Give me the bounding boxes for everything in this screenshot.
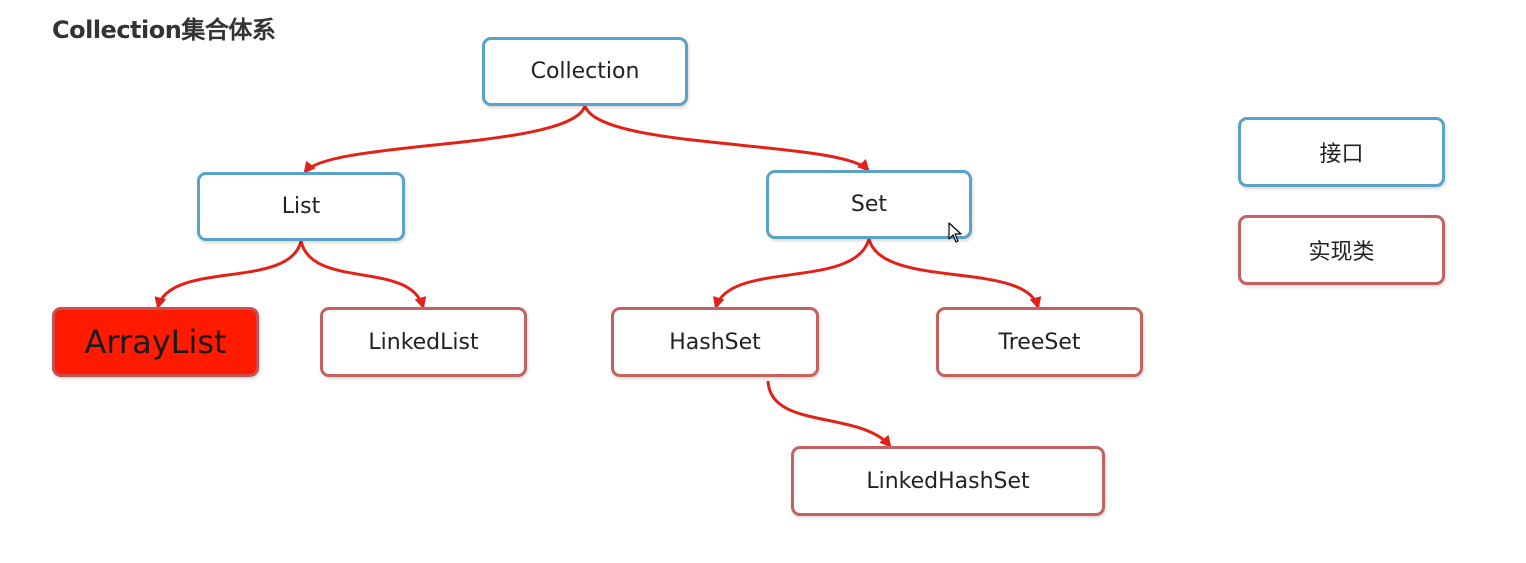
node-linkedlist-label: LinkedList: [368, 329, 479, 355]
edge-collection-list: [303, 105, 587, 174]
node-arraylist: ArrayList: [52, 307, 259, 377]
node-set-label: Set: [850, 192, 888, 217]
node-treeset: TreeSet: [936, 307, 1143, 377]
edge-list-linkedlist: [299, 240, 427, 310]
node-linkedhashset-label: LinkedHashSet: [866, 468, 1030, 494]
edge-list-arraylist: [154, 240, 303, 310]
node-linkedlist: LinkedList: [320, 307, 527, 377]
legend-interface: 接口: [1238, 117, 1445, 187]
legend-interface-label: 接口: [1319, 142, 1364, 167]
node-treeset-label: TreeSet: [998, 329, 1081, 355]
legend-implementation: 实现类: [1238, 215, 1445, 285]
legend-implementation-label: 实现类: [1308, 240, 1375, 265]
edge-set-treeset: [867, 238, 1042, 310]
edge-set-hashset: [713, 238, 871, 310]
node-set: Set: [766, 170, 972, 239]
node-collection-label: Collection: [530, 59, 640, 84]
node-list-label: List: [281, 194, 321, 219]
node-arraylist-label: ArrayList: [84, 323, 227, 361]
edge-hashset-linkedhashset: [766, 380, 892, 448]
mouse-cursor-icon: [948, 222, 962, 243]
node-linkedhashset: LinkedHashSet: [791, 446, 1105, 516]
node-collection: Collection: [482, 37, 688, 106]
node-hashset: HashSet: [611, 307, 819, 377]
node-hashset-label: HashSet: [669, 329, 761, 355]
page-title: Collection集合体系: [52, 16, 276, 44]
edge-collection-set: [583, 105, 870, 172]
node-list: List: [197, 172, 405, 241]
